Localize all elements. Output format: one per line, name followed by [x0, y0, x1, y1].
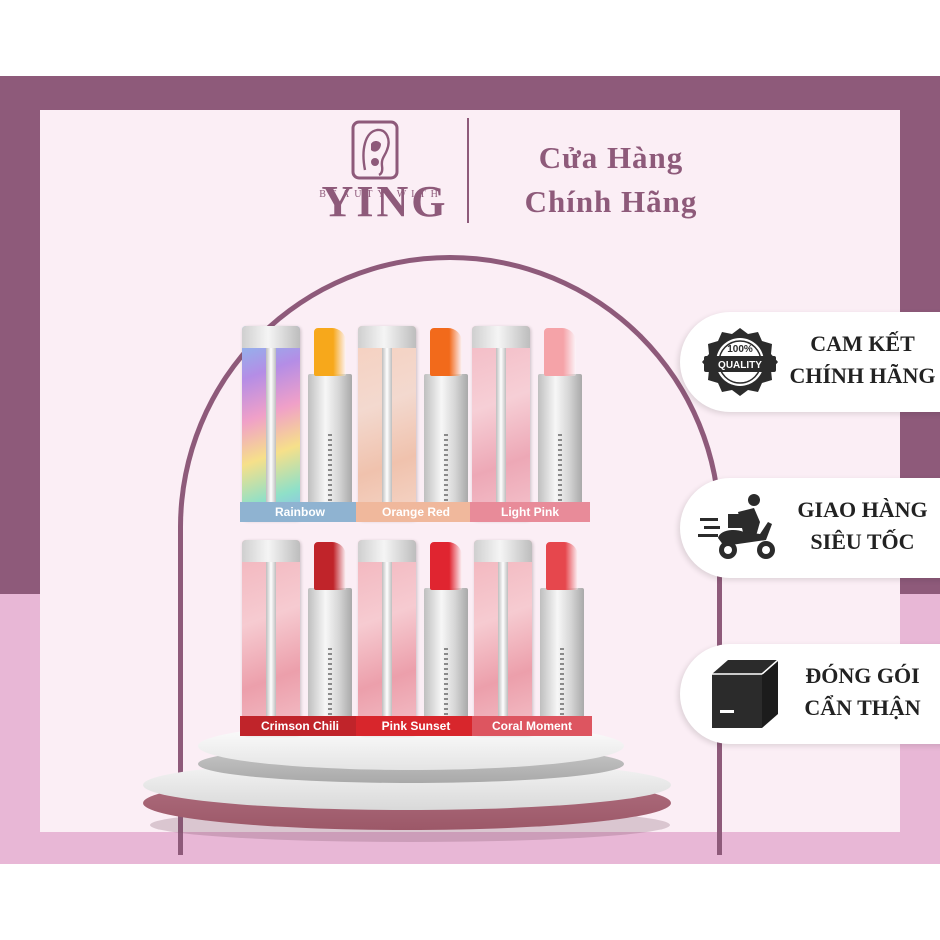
badge-careful-packing: ĐÓNG GÓI CẨN THẬN: [680, 644, 940, 744]
product-label: Coral Moment: [472, 716, 592, 736]
brand-tagline: BEAUTY WITH: [319, 189, 443, 200]
product-label: Crimson Chili: [240, 716, 360, 736]
package-box-icon: [712, 659, 779, 728]
product-tube: [242, 326, 300, 520]
product-stick: [420, 540, 472, 734]
product-label: Rainbow: [240, 502, 360, 522]
product-stick: [304, 540, 356, 734]
product-coral-moment[interactable]: Coral Moment: [472, 540, 592, 740]
product-label: Pink Sunset: [356, 716, 476, 736]
product-label: Orange Red: [356, 502, 476, 522]
badge-line1: CAM KẾT: [810, 331, 915, 356]
lipstick-bullet: [430, 542, 462, 590]
product-crimson-chili[interactable]: Crimson Chili: [240, 540, 360, 740]
product-stick: [536, 540, 588, 734]
product-tube: [242, 540, 300, 734]
brand-name: YING: [321, 177, 449, 226]
product-stick: [304, 326, 356, 520]
brand-logo-icon: [351, 120, 399, 180]
store-title-line1: Cửa Hàng: [538, 140, 684, 175]
product-tube: [358, 326, 416, 520]
product-rainbow[interactable]: Rainbow: [240, 326, 360, 526]
badge-line2: CHÍNH HÃNG: [789, 363, 936, 388]
badge-line2: SIÊU TỐC: [810, 529, 915, 554]
product-pink-sunset[interactable]: Pink Sunset: [356, 540, 476, 740]
store-title: Cửa Hàng Chính Hãng: [496, 136, 726, 224]
lipstick-bullet: [546, 542, 578, 590]
badge-line1: ĐÓNG GÓI: [805, 663, 920, 688]
product-light-pink[interactable]: Light Pink: [470, 326, 590, 526]
badge-text: GIAO HÀNG SIÊU TỐC: [780, 494, 940, 558]
badge-text: CAM KẾT CHÍNH HÃNG: [780, 328, 940, 392]
seal-bottom-text: QUALITY: [718, 360, 762, 371]
product-stick: [420, 326, 472, 520]
badge-text: ĐÓNG GÓI CẨN THẬN: [780, 660, 940, 724]
badge-fast-delivery: GIAO HÀNG SIÊU TỐC: [680, 478, 940, 578]
store-title-line2: Chính Hãng: [524, 184, 698, 219]
delivery-scooter-icon: [698, 494, 775, 559]
product-stick: [534, 326, 586, 520]
product-tube: [472, 326, 530, 520]
lipstick-bullet: [314, 328, 346, 376]
badge-line1: GIAO HÀNG: [797, 497, 928, 522]
lipstick-bullet: [314, 542, 346, 590]
product-tube: [474, 540, 532, 734]
badge-authentic: 100% QUALITY CAM KẾT CHÍNH HÃNG: [680, 312, 940, 412]
product-tube: [358, 540, 416, 734]
quality-seal-icon: 100% QUALITY: [702, 328, 778, 396]
product-orange-red[interactable]: Orange Red: [356, 326, 476, 526]
lipstick-bullet: [544, 328, 576, 376]
header-divider: [467, 118, 469, 223]
seal-top-text: 100%: [727, 344, 753, 355]
badge-line2: CẨN THẬN: [804, 695, 921, 720]
lipstick-bullet: [430, 328, 462, 376]
product-label: Light Pink: [470, 502, 590, 522]
